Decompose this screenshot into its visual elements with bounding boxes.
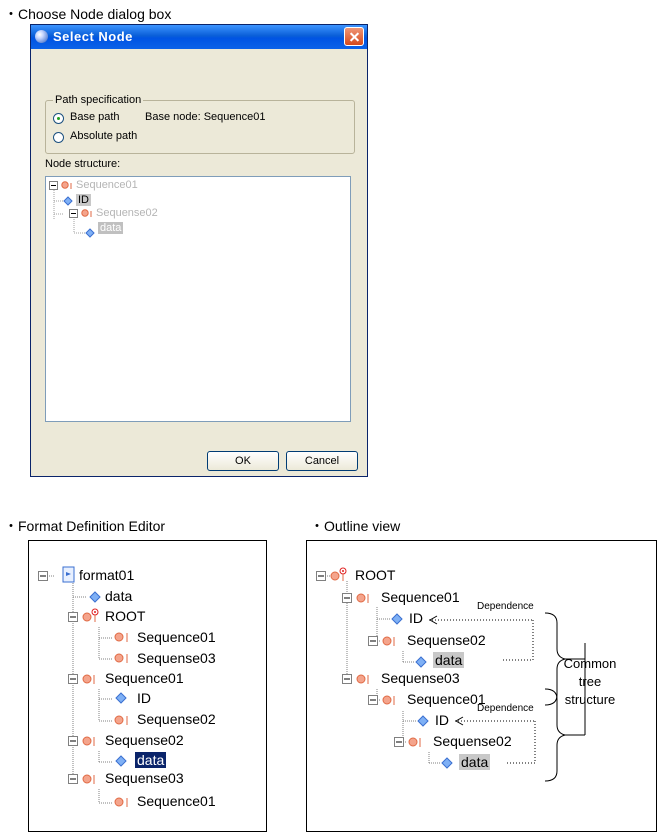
common-tree-structure-label: Common tree structure xyxy=(563,656,617,707)
root-node-icon xyxy=(330,567,347,581)
editor-node-sequense03[interactable]: Sequense03 xyxy=(137,650,216,666)
format-file-icon xyxy=(62,566,75,583)
outline-node-sequense02[interactable]: Sequense02 xyxy=(407,632,486,648)
root-node-icon xyxy=(82,608,99,622)
tree-node-sequence01[interactable]: Sequence01 xyxy=(76,179,138,191)
absolute-path-label[interactable]: Absolute path xyxy=(70,130,138,142)
editor-node-sequense02-top[interactable]: Sequense02 xyxy=(105,732,184,748)
base-node-text: Base node: Sequence01 xyxy=(145,111,266,123)
outline-node-root[interactable]: ROOT xyxy=(355,567,396,583)
close-button[interactable] xyxy=(344,27,364,46)
editor-node-data[interactable]: data xyxy=(105,588,133,604)
outline-tree-lines xyxy=(316,567,586,782)
outline-node-sequence01[interactable]: Sequence01 xyxy=(381,589,460,605)
caption-editor: ・Format Definition Editor xyxy=(4,518,166,534)
editor-node-sequence01-top[interactable]: Sequence01 xyxy=(105,670,184,686)
tree-lines xyxy=(49,181,95,238)
absolute-path-radio[interactable] xyxy=(53,132,64,143)
sequence-node-icon xyxy=(61,181,92,217)
data-node-icon xyxy=(63,196,95,238)
path-specification-group xyxy=(45,100,355,154)
base-path-label[interactable]: Base path xyxy=(70,111,120,123)
editor-node-data-selected[interactable]: data xyxy=(133,751,168,769)
outline-node-sequense02-nested[interactable]: Sequense02 xyxy=(433,733,512,749)
outline-node-id-nested[interactable]: ID xyxy=(435,712,449,728)
editor-tree-lines xyxy=(38,566,128,807)
window-icon xyxy=(35,30,48,43)
base-path-radio[interactable] xyxy=(53,113,64,124)
outline-node-sequence01-nested[interactable]: Sequence01 xyxy=(407,691,486,707)
tree-node-id[interactable]: ID xyxy=(76,194,91,206)
ok-button[interactable]: OK xyxy=(207,451,279,471)
editor-node-format01[interactable]: format01 xyxy=(79,567,135,583)
editor-node-root[interactable]: ROOT xyxy=(105,608,146,624)
expand-minus-icon xyxy=(38,571,78,784)
dialog-titlebar[interactable]: Select Node xyxy=(31,25,367,49)
format-definition-editor-panel: format01 data ROOT Sequence01 Sequense03… xyxy=(28,540,267,832)
sequence-node-icon xyxy=(356,593,418,747)
outline-node-sequense03[interactable]: Sequense03 xyxy=(381,670,460,686)
editor-node-id[interactable]: ID xyxy=(137,690,151,706)
dependence-label-1: Dependence xyxy=(477,601,534,612)
cancel-button[interactable]: Cancel xyxy=(286,451,358,471)
node-structure-tree[interactable]: Sequence01 ID Sequense02 data xyxy=(45,176,351,422)
dialog-title: Select Node xyxy=(53,29,133,44)
outline-node-id[interactable]: ID xyxy=(409,610,423,626)
path-specification-label: Path specification xyxy=(53,94,144,106)
editor-node-sequense02[interactable]: Sequense02 xyxy=(137,711,216,727)
sequence-node-icon xyxy=(82,632,124,807)
expand-minus-icon xyxy=(49,181,78,218)
editor-node-sequence01[interactable]: Sequence01 xyxy=(137,629,216,645)
dependence-label-2: Dependence xyxy=(477,703,534,714)
outline-view-panel: ROOT Sequence01 ID Sequense02 data Seque… xyxy=(306,540,657,832)
caption-dialog: ・Choose Node dialog box xyxy=(4,6,172,22)
tree-node-data[interactable]: data xyxy=(98,222,124,234)
outline-node-data-nested[interactable]: data xyxy=(459,754,491,770)
select-node-dialog: Select Node Path specification Base path… xyxy=(30,24,368,477)
data-node-icon xyxy=(391,613,453,769)
tree-node-sequense02[interactable]: Sequense02 xyxy=(96,207,158,219)
caption-outline: ・Outline view xyxy=(310,518,401,534)
outline-node-data[interactable]: data xyxy=(433,652,465,668)
editor-node-sequense03-top[interactable]: Sequense03 xyxy=(105,770,184,786)
node-structure-label: Node structure: xyxy=(45,158,121,170)
data-node-icon xyxy=(89,591,127,767)
editor-node-sequence01-leaf[interactable]: Sequence01 xyxy=(137,793,216,809)
